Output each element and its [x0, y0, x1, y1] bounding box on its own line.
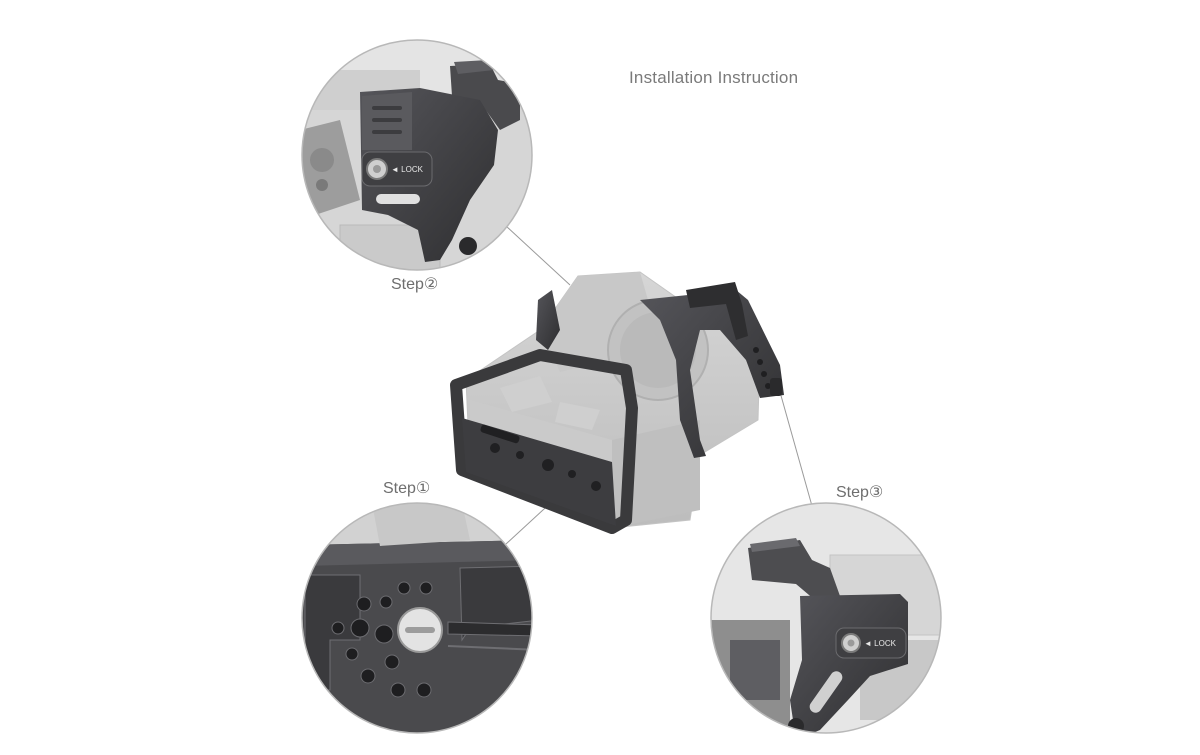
step-2-detail-circle: ◄ LOCK [301, 39, 533, 271]
step-1-detail-circle [301, 502, 533, 734]
lock-label-step-2: ◄ LOCK [391, 165, 424, 174]
page-title: Installation Instruction [629, 68, 799, 87]
step-1-label: Step① [383, 480, 431, 497]
step-3-detail-circle: ◄ LOCK [710, 502, 942, 734]
leader-line-step-2 [505, 225, 571, 286]
thumbscrew-icon [397, 607, 443, 653]
step-3-label: Step③ [836, 484, 884, 501]
camera-cage-main [450, 271, 784, 534]
lock-label-step-3: ◄ LOCK [864, 639, 897, 648]
lock-screw-icon [366, 158, 388, 180]
leader-line-step-3 [779, 391, 813, 507]
step-2-label: Step② [391, 276, 439, 293]
lock-screw-icon [841, 633, 861, 653]
